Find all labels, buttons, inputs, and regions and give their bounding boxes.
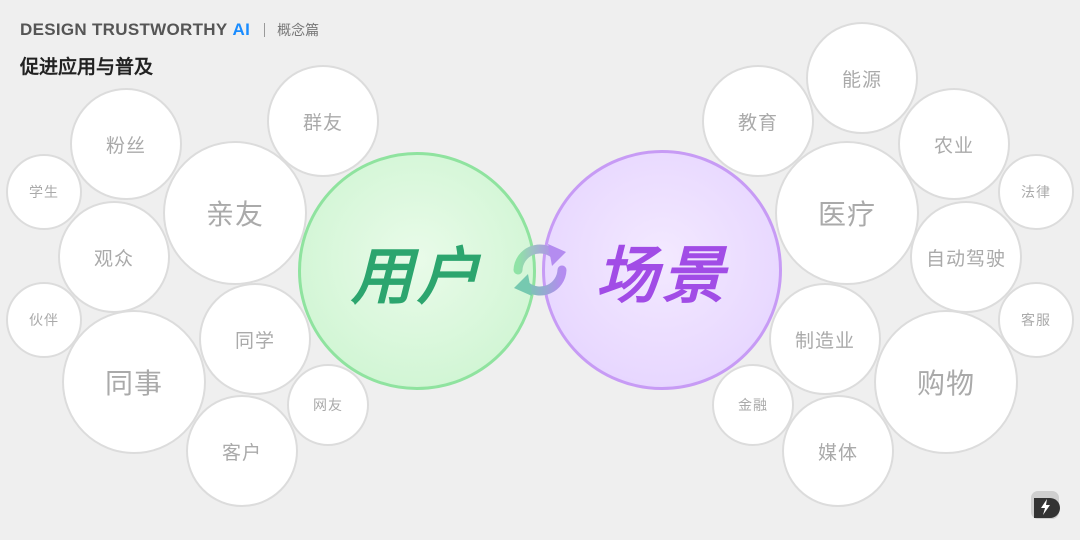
users-label: 用户 bbox=[350, 240, 483, 313]
scenarios-circle: 场景 bbox=[542, 150, 782, 390]
bubble-scenario: 金融 bbox=[712, 364, 794, 446]
bubble-user-group: 同学 bbox=[199, 283, 311, 395]
page-title: 促进应用与普及 bbox=[20, 56, 154, 78]
scenarios-label: 场景 bbox=[595, 239, 728, 312]
bubble-scenario: 媒体 bbox=[782, 395, 894, 507]
bubble-scenario: 制造业 bbox=[769, 283, 881, 395]
bubble-scenario: 医疗 bbox=[775, 141, 919, 285]
bubble-user-group: 同事 bbox=[62, 310, 206, 454]
bubble-user-group: 网友 bbox=[287, 364, 369, 446]
header: DESIGN TRUSTWORTHY AI 概念篇 促进应用与普及 bbox=[20, 18, 319, 79]
bubble-user-group: 伙伴 bbox=[6, 282, 82, 358]
brand-logo-icon bbox=[1031, 491, 1060, 519]
brand-text: DESIGN TRUSTWORTHY bbox=[20, 20, 228, 39]
bubble-user-group: 观众 bbox=[58, 201, 170, 313]
bubble-scenario: 农业 bbox=[898, 88, 1010, 200]
bubble-scenario: 能源 bbox=[806, 22, 918, 134]
bubble-user-group: 学生 bbox=[6, 154, 82, 230]
brand-row: DESIGN TRUSTWORTHY AI 概念篇 bbox=[20, 18, 319, 42]
bubble-scenario: 客服 bbox=[998, 282, 1074, 358]
bubble-scenario: 教育 bbox=[702, 65, 814, 177]
section-label: 概念篇 bbox=[277, 23, 320, 39]
refresh-cycle-icon bbox=[513, 244, 567, 296]
bubble-scenario: 法律 bbox=[998, 154, 1074, 230]
bubble-scenario: 购物 bbox=[874, 310, 1018, 454]
brand-ai-text: AI bbox=[232, 20, 251, 39]
bubble-user-group: 群友 bbox=[267, 65, 379, 177]
bubble-user-group: 亲友 bbox=[163, 141, 307, 285]
divider bbox=[264, 23, 266, 37]
bubble-user-group: 粉丝 bbox=[70, 88, 182, 200]
bubble-user-group: 客户 bbox=[186, 395, 298, 507]
users-circle: 用户 bbox=[298, 152, 536, 390]
